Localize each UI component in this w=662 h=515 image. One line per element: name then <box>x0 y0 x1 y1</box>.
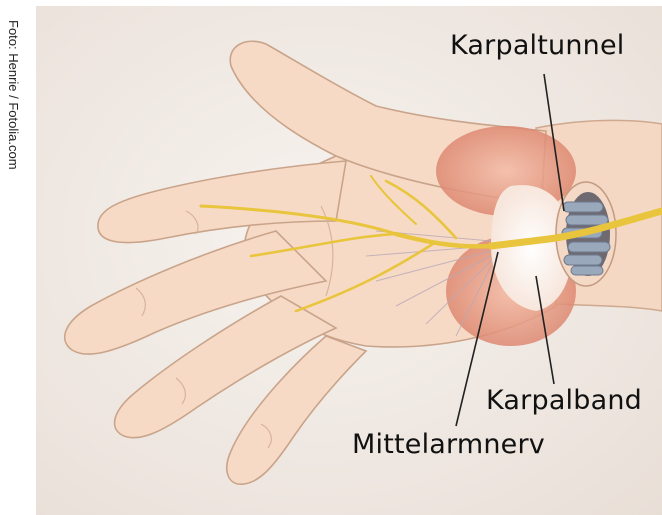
hand-anatomy-illustration <box>36 6 662 515</box>
label-karpaltunnel: Karpaltunnel <box>450 30 625 61</box>
label-mittelarmnerv: Mittelarmnerv <box>352 429 545 460</box>
label-karpalband: Karpalband <box>486 385 642 416</box>
photo-credit: Foto: Henrie / Fotolia.com <box>6 20 21 170</box>
